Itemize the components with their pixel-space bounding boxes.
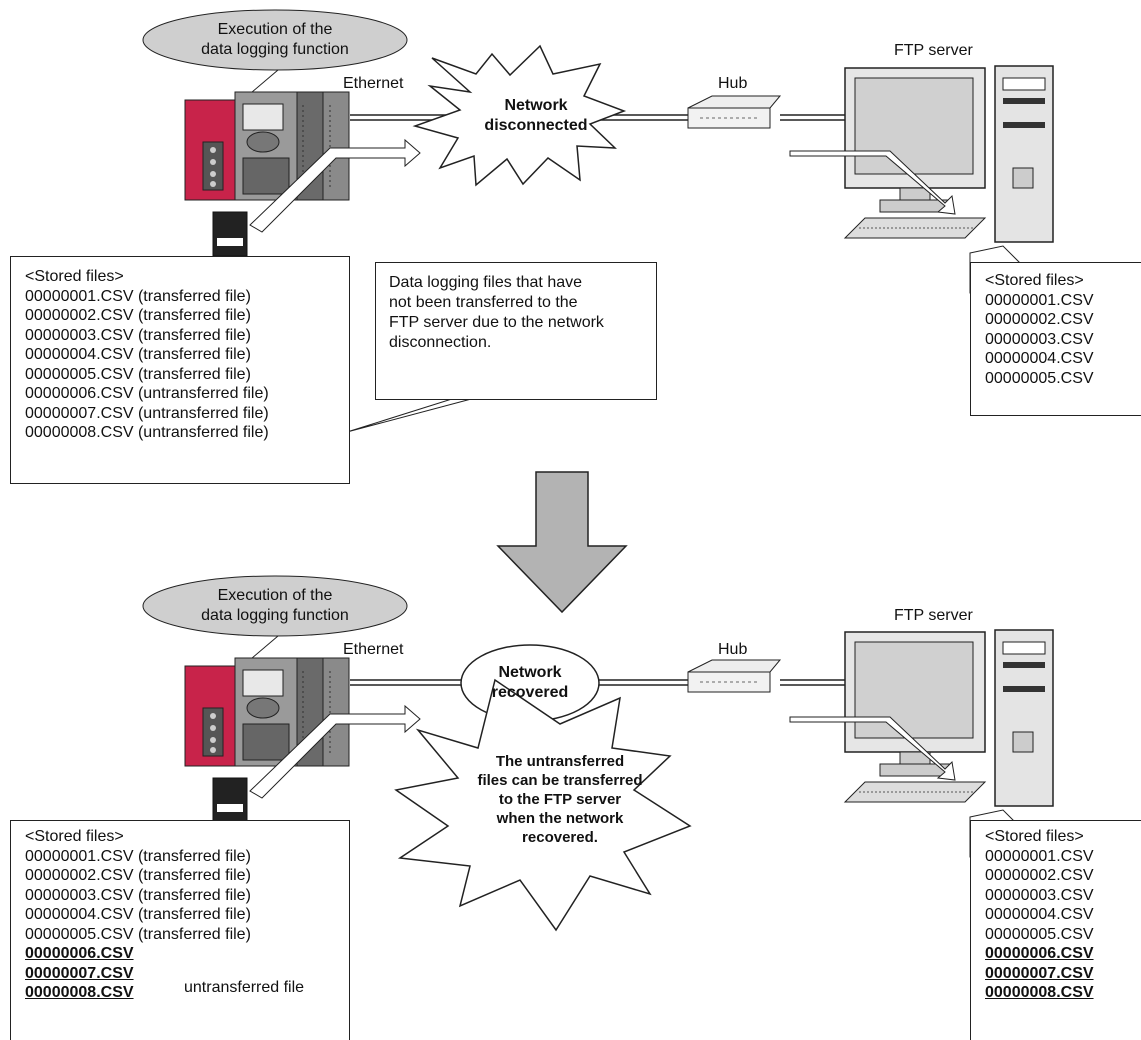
file-row: 00000001.CSV (transferred file) xyxy=(25,287,251,305)
network-status-label: Network disconnected xyxy=(484,97,588,134)
server-stored-files-panel: <Stored files> 00000001.CSV 00000002.CSV… xyxy=(970,262,1141,416)
file-row: 00000001.CSV xyxy=(985,291,1094,309)
panel-title: <Stored files> xyxy=(25,828,124,845)
hub-label: Hub xyxy=(718,641,748,658)
file-row: 00000005.CSV xyxy=(985,369,1094,387)
file-row: 00000005.CSV (transferred file) xyxy=(25,365,251,383)
file-row: 00000008.CSV xyxy=(985,984,1094,1001)
ftp-server-label: FTP server xyxy=(894,42,973,59)
execution-bubble-label: Execution of the data logging function xyxy=(201,587,349,624)
file-row: 00000008.CSV (untransferred file) xyxy=(25,424,269,441)
file-row: 00000006.CSV xyxy=(985,945,1094,962)
file-row: 00000002.CSV (transferred file) xyxy=(25,307,251,324)
file-row: 00000004.CSV (transferred file) xyxy=(25,346,251,363)
plc-stored-files-panel: <Stored files> 00000001.CSV (transferred… xyxy=(10,820,350,1040)
file-row: 00000003.CSV (transferred file) xyxy=(25,886,251,904)
server-stored-files-panel: <Stored files> 00000001.CSV 00000002.CSV… xyxy=(970,820,1141,1040)
file-row: 00000007.CSV xyxy=(985,964,1094,982)
file-row: 00000004.CSV xyxy=(985,350,1094,367)
hub-label: Hub xyxy=(718,75,748,92)
execution-bubble-label: Execution of the data logging function xyxy=(201,21,349,58)
panel-title: <Stored files> xyxy=(25,268,124,285)
file-row: 00000001.CSV xyxy=(985,847,1094,865)
file-row: 00000008.CSV xyxy=(25,984,134,1001)
file-row: 00000003.CSV (transferred file) xyxy=(25,326,251,344)
file-row: 00000003.CSV xyxy=(985,330,1094,348)
file-row: 00000001.CSV (transferred file) xyxy=(25,847,251,865)
callout-text: Data logging files that have not been tr… xyxy=(389,274,604,351)
callout-box: Data logging files that have not been tr… xyxy=(375,262,657,400)
panel-title: <Stored files> xyxy=(985,828,1084,845)
file-row: 00000006.CSV (untransferred file) xyxy=(25,385,269,402)
network-status-label: Network recovered xyxy=(491,664,569,701)
file-row: 00000006.CSV xyxy=(25,945,134,962)
file-row: 00000004.CSV xyxy=(985,906,1094,923)
ethernet-label: Ethernet xyxy=(343,75,404,92)
file-row: 00000005.CSV (transferred file) xyxy=(25,925,251,943)
panel-title: <Stored files> xyxy=(985,272,1084,289)
burst-text: The untransferred files can be transferr… xyxy=(477,753,643,846)
file-row: 00000003.CSV xyxy=(985,886,1094,904)
file-row: 00000007.CSV (untransferred file) xyxy=(25,404,269,422)
file-row: 00000002.CSV (transferred file) xyxy=(25,867,251,884)
file-row: 00000007.CSV xyxy=(25,964,134,982)
file-row: 00000005.CSV xyxy=(985,925,1094,943)
file-row: 00000002.CSV xyxy=(985,867,1094,884)
file-row: 00000002.CSV xyxy=(985,311,1094,328)
ftp-server-label: FTP server xyxy=(894,607,973,624)
file-row: 00000004.CSV (transferred file) xyxy=(25,906,251,923)
ethernet-label: Ethernet xyxy=(343,641,404,658)
untransferred-label: untransferred file xyxy=(184,979,305,996)
plc-stored-files-panel: <Stored files> 00000001.CSV (transferred… xyxy=(10,256,350,484)
